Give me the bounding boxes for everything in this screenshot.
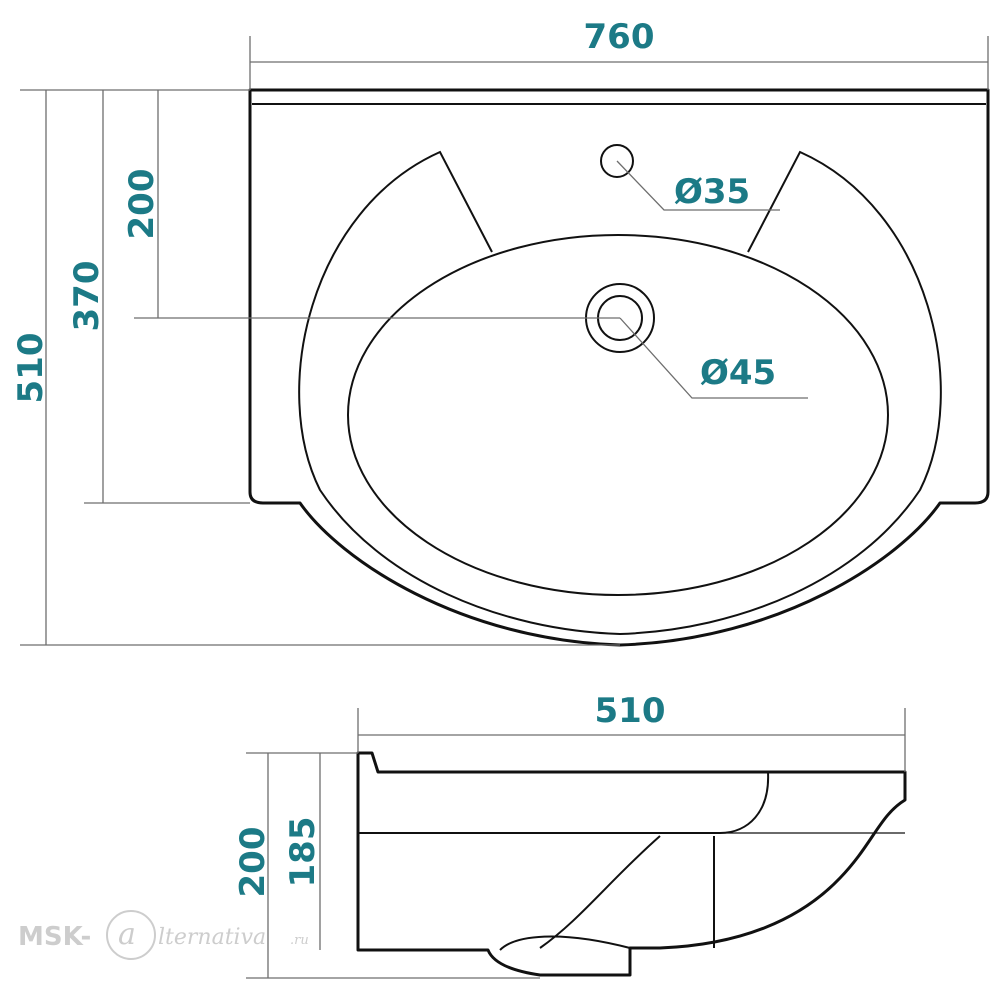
faucet-leader-line (616, 160, 780, 211)
rim-outline (298, 150, 942, 636)
width-label: 760 (584, 17, 655, 57)
watermark-logo-ring (106, 910, 156, 960)
faucet-hole-label: Ø35 (674, 172, 750, 212)
side-height-total-label: 200 (233, 827, 273, 898)
depth-total-label: 510 (11, 333, 51, 404)
side-drain-lip (499, 935, 631, 951)
watermark-logo-letter: a (118, 917, 136, 952)
watermark-suffix: lternativa (158, 925, 266, 950)
watermark: MSK- a lternativa .ru (18, 910, 309, 960)
side-view: 510 200 185 (233, 691, 907, 979)
drain-leader-line (619, 317, 808, 399)
depth-mid-label: 370 (67, 261, 107, 332)
bowl-ellipse (347, 234, 889, 596)
faucet-hole (600, 144, 634, 178)
watermark-domain: .ru (290, 933, 309, 948)
watermark-prefix: MSK- (18, 922, 91, 952)
top-view: 760 510 370 200 Ø35 Ø45 (11, 17, 990, 647)
basin-outline (248, 88, 990, 647)
drain-hole-label: Ø45 (700, 353, 776, 393)
side-bracket (539, 835, 661, 949)
side-height-bowl-label: 185 (283, 817, 323, 888)
depth-drain-label: 200 (122, 169, 162, 240)
side-depth-label: 510 (595, 691, 666, 731)
